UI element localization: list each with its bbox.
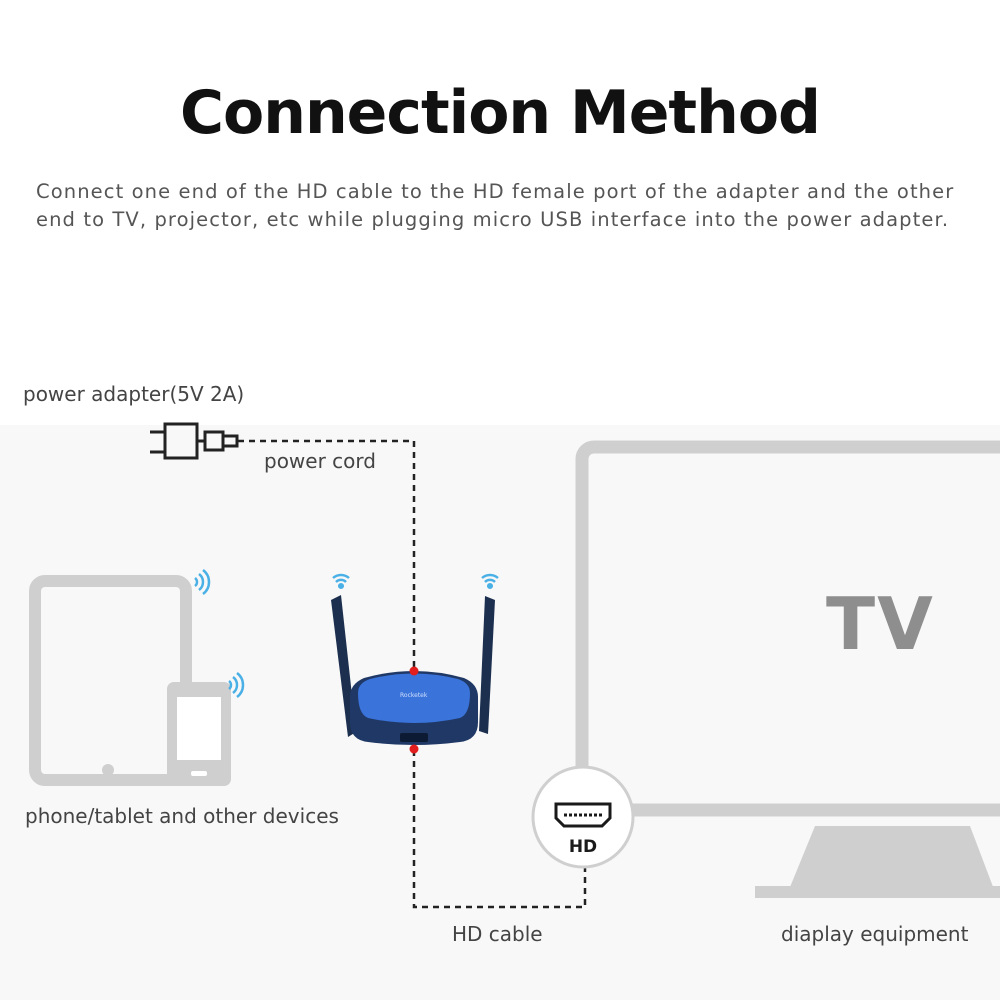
tv-label: TV [826, 582, 935, 666]
wifi-icon [481, 573, 499, 590]
wifi-icon [332, 573, 350, 590]
description-line-1: Connect one end of the HD cable to the H… [36, 180, 955, 203]
plug-icon [150, 422, 205, 460]
wifi-icon [194, 569, 211, 595]
tv-icon [575, 440, 1000, 898]
diagram-background [0, 425, 1000, 1000]
antenna-left [331, 595, 356, 737]
power-adapter-label: power adapter(5V 2A) [23, 382, 245, 406]
page-title: Connection Method [180, 78, 821, 148]
connector-dot-hd [409, 744, 419, 754]
adapter-brand: Rocketek [400, 692, 428, 699]
devices-label: phone/tablet and other devices [25, 804, 339, 828]
phone-icon [167, 682, 231, 786]
hd-cable-line [412, 750, 587, 909]
connector-dot-power [409, 666, 419, 676]
hd-port-label: HD [569, 837, 597, 857]
antenna-right [479, 596, 495, 734]
wifi-icon [228, 672, 245, 698]
tablet-icon [29, 575, 192, 786]
micro-usb-icon [203, 430, 239, 452]
hd-cable-label: HD cable [452, 922, 543, 946]
description-line-2: end to TV, projector, etc while plugging… [36, 208, 950, 231]
description: Connect one end of the HD cable to the H… [36, 178, 976, 234]
hdmi-port-icon [531, 765, 635, 869]
power-cord-line [238, 439, 416, 670]
power-cord-label: power cord [264, 449, 376, 473]
wireless-adapter [350, 671, 478, 745]
display-equipment-label: diaplay equipment [781, 922, 969, 946]
